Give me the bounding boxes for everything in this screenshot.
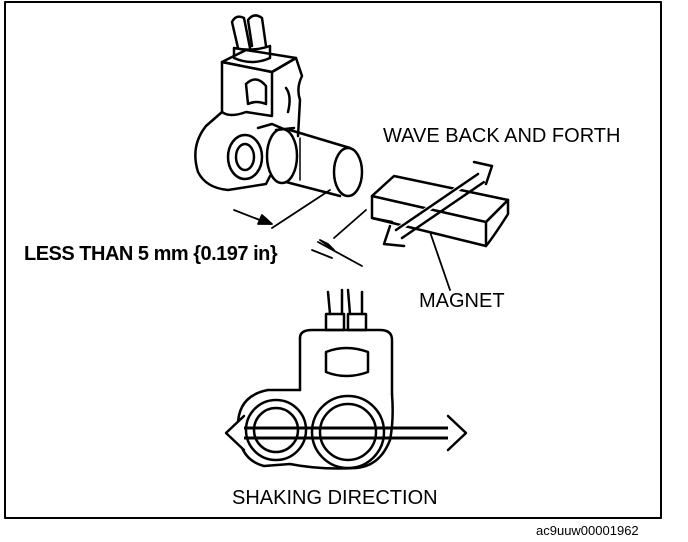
distance-label: LESS THAN 5 mm {0.197 in} (24, 243, 278, 265)
wave-back-and-forth-label: WAVE BACK AND FORTH (383, 125, 621, 147)
distance-dimension (233, 189, 367, 267)
figure-code: ac9uuw00001962 (536, 523, 639, 538)
wave-arrow (382, 160, 494, 248)
sensor-perspective (194, 14, 364, 198)
magnet (370, 174, 510, 291)
magnet-label: MAGNET (419, 290, 505, 312)
figure-frame (4, 1, 662, 519)
sensor-front-view (236, 288, 394, 470)
shaking-direction-label: SHAKING DIRECTION (232, 487, 438, 509)
shaking-arrow (224, 414, 468, 452)
